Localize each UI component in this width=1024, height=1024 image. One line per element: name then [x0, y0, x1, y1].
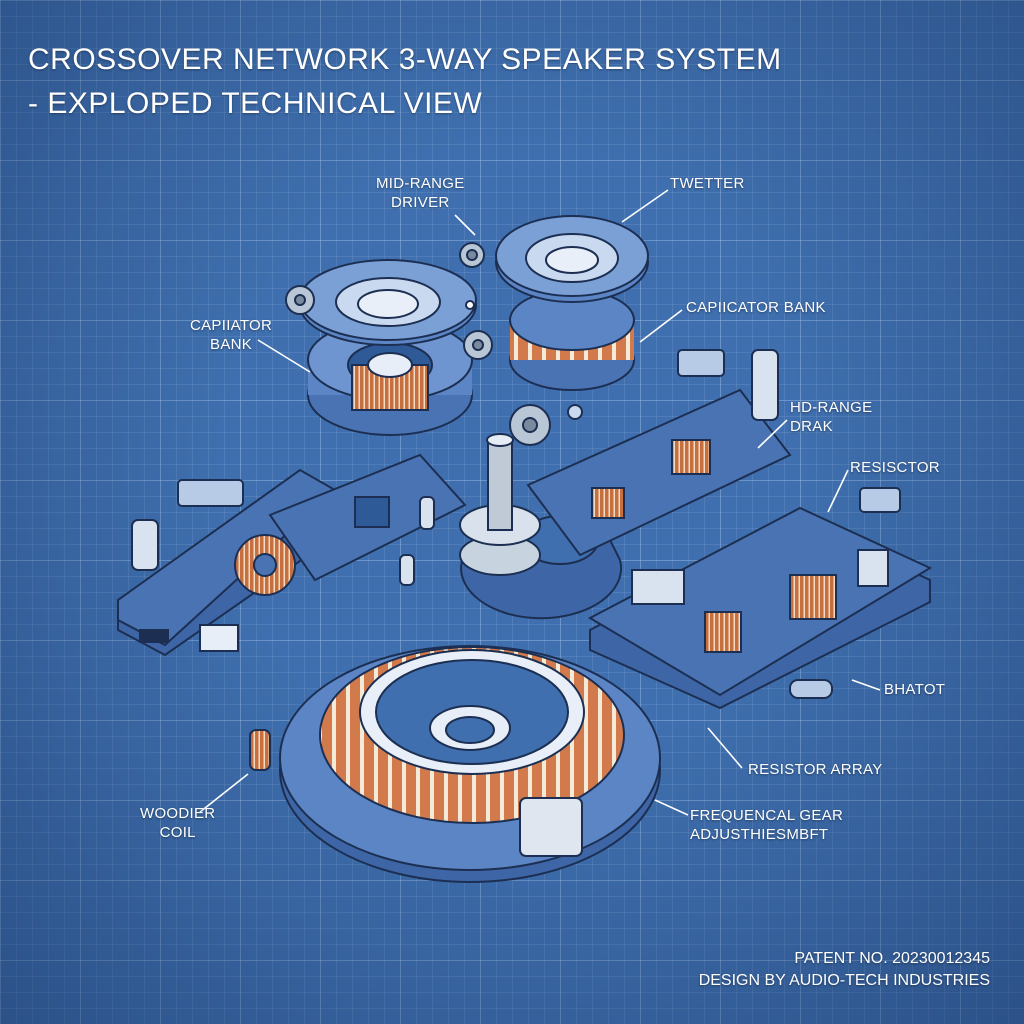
label-woodier-coil: WOODIER COIL	[140, 804, 215, 842]
label-hd-range-drak-line-2: DRAK	[790, 418, 833, 435]
right-lower-circuit-board	[587, 487, 933, 710]
label-bhatot-text: BHATOT	[884, 681, 946, 698]
right-upper-circuit-board	[526, 349, 792, 557]
label-frequency-gear-line-2: ADJUSTHIESMBFT	[690, 826, 829, 843]
label-leaders	[199, 189, 881, 816]
label-capacitor-bank-left-line-1: CAPIIATOR	[190, 317, 273, 334]
label-resistor-array-text: RESISTOR ARRAY	[748, 761, 883, 778]
label-resistor-text: RESISCTOR	[850, 459, 940, 476]
label-bhatot: BHATOT	[884, 680, 945, 699]
label-frequency-gear: FREQUENCAL GEAR ADJUSTHIESMBFT	[690, 806, 843, 844]
label-hd-range-drak-line-1: HD-RANGE	[790, 399, 873, 416]
diagram-title: CROSSOVER NETWORK 3-WAY SPEAKER SYSTEM -…	[28, 38, 782, 126]
label-tweeter: TWETTER	[670, 174, 745, 193]
tweeter	[495, 215, 649, 391]
label-mid-range-driver-line-1: MID-RANGE	[376, 175, 465, 192]
small-gears	[285, 242, 583, 446]
label-resistor: RESISCTOR	[850, 458, 940, 477]
design-credit: DESIGN BY AUDIO-TECH INDUSTRIES	[698, 972, 990, 989]
label-capacitor-bank-right-text: CAPIICATOR BANK	[686, 299, 826, 316]
woofer-small-coil	[249, 729, 271, 771]
title-line-1: CROSSOVER NETWORK 3-WAY SPEAKER SYSTEM	[28, 43, 782, 76]
label-mid-range-driver: MID-RANGE DRIVER	[376, 174, 465, 212]
label-woodier-coil-line-1: WOODIER	[140, 805, 216, 822]
footer-credits: PATENT NO. 20230012345 DESIGN BY AUDIO-T…	[699, 948, 990, 992]
label-resistor-array: RESISTOR ARRAY	[748, 760, 883, 779]
toroidal-coil	[279, 645, 661, 883]
patent-number: PATENT NO. 20230012345	[794, 950, 990, 967]
label-tweeter-text: TWETTER	[670, 175, 745, 192]
label-capacitor-bank-right: CAPIICATOR BANK	[686, 298, 826, 317]
title-line-2: - EXPLOPED TECHNICAL VIEW	[28, 87, 483, 120]
label-capacitor-bank-left: CAPIIATOR BANK	[190, 316, 272, 354]
mid-range-driver	[299, 259, 477, 436]
middle-left-circuit-board	[268, 453, 467, 586]
label-frequency-gear-line-1: FREQUENCAL GEAR	[690, 807, 844, 824]
label-woodier-coil-line-2: COIL	[159, 824, 196, 841]
label-capacitor-bank-left-line-2: BANK	[210, 336, 253, 353]
label-hd-range-drak: HD-RANGE DRAK	[790, 398, 872, 436]
label-mid-range-driver-line-2: DRIVER	[391, 194, 450, 211]
